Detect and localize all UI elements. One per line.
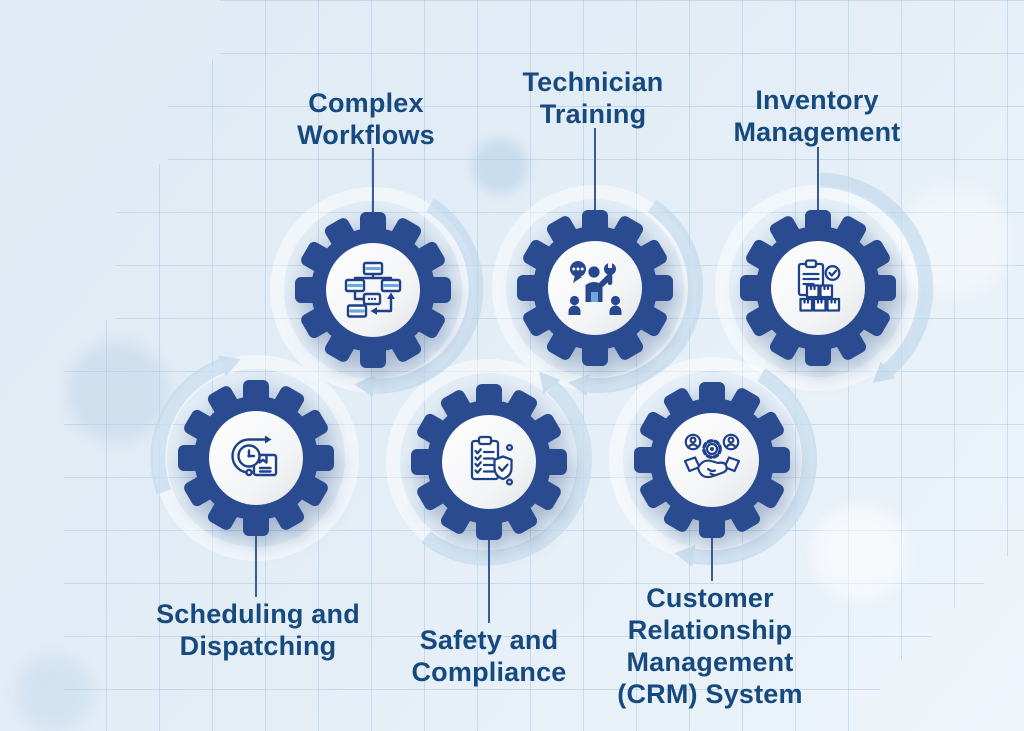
gear-safety-compliance — [411, 384, 567, 540]
gear-scheduling-dispatching — [178, 380, 334, 536]
label-line: Complex — [308, 88, 424, 118]
label-line: Safety and — [419, 625, 559, 655]
gear-technician-training — [517, 210, 673, 366]
flow-arrow — [587, 199, 704, 393]
label-line: Relationship — [627, 614, 793, 645]
label-line: Management — [733, 116, 901, 147]
flow-arrow — [150, 358, 225, 495]
decorative-circle — [68, 342, 168, 442]
gear-inner-circle — [665, 413, 759, 507]
flow-arrowhead — [568, 374, 590, 396]
gear-inner-circle — [326, 243, 420, 337]
connector-line-technician-training — [594, 128, 596, 288]
decorative-circle — [812, 505, 908, 601]
label-line: Inventory — [755, 85, 879, 115]
connector-line-safety-compliance — [488, 462, 490, 623]
gear-inventory-management — [740, 210, 896, 366]
flow-arrowhead — [354, 375, 375, 397]
label-technician-training: Technician Training — [428, 67, 758, 131]
label-crm-system: Customer Relationship Management (CRM) S… — [545, 583, 875, 710]
label-scheduling-dispatching: Scheduling and Dispatching — [93, 599, 423, 663]
label-line: Technician — [522, 67, 664, 97]
gear-crm-system — [634, 382, 790, 538]
gear-complex-workflows — [295, 212, 451, 368]
label-line: Dispatching — [179, 630, 337, 661]
flow-arrowhead — [539, 371, 561, 395]
label-safety-compliance: Safety and Compliance — [324, 625, 654, 689]
flow-arrowhead — [674, 545, 696, 567]
flow-arrow — [421, 381, 593, 566]
decorative-circle — [472, 138, 528, 194]
label-line: Workflows — [297, 119, 435, 150]
label-line: Scheduling and — [156, 599, 360, 629]
label-line: Compliance — [411, 656, 567, 687]
flow-arrow — [692, 368, 817, 566]
label-complex-workflows: Complex Workflows — [201, 88, 531, 152]
decorative-circle — [16, 655, 92, 731]
flow-arrowhead — [218, 355, 241, 377]
flow-arrow — [819, 172, 934, 376]
label-line: (CRM) System — [617, 678, 803, 709]
label-line: Training — [539, 98, 647, 129]
flow-arrow — [373, 198, 484, 394]
flow-arrowhead — [872, 361, 896, 383]
label-line: Customer — [646, 583, 774, 613]
label-inventory-management: Inventory Management — [652, 85, 982, 149]
label-line: Management — [626, 646, 794, 677]
